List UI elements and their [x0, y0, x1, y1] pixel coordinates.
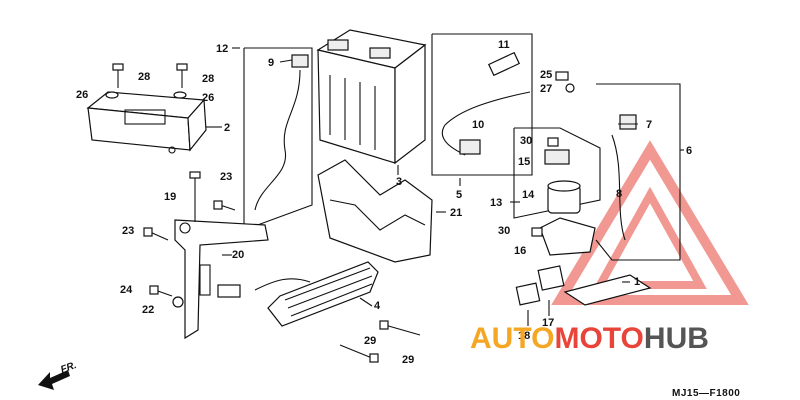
- callout-2: 2: [224, 122, 230, 134]
- callout-14: 14: [522, 189, 535, 201]
- front-arrow: FR.: [38, 360, 78, 390]
- watermark-auto: AUTO: [470, 322, 554, 355]
- ecu-unit: [86, 91, 207, 154]
- terminal-cap-7: [619, 114, 637, 130]
- callout-4: 4: [374, 300, 381, 312]
- cable-11: [441, 91, 531, 156]
- bolts: [105, 63, 575, 363]
- svg-text:AUTOMOTOHUB: AUTOMOTOHUB: [470, 322, 709, 355]
- callout-29-a: 29: [364, 335, 376, 347]
- group-box-13: [513, 127, 601, 219]
- callout-26-a: 26: [76, 89, 88, 101]
- bracket: [174, 219, 269, 340]
- callout-23-a: 23: [220, 171, 232, 183]
- group-box-5: [431, 33, 533, 176]
- cable-8: [611, 134, 626, 241]
- terminal-cap-9: [291, 54, 309, 68]
- group-box-6: [595, 83, 681, 261]
- relay-16: [539, 217, 596, 256]
- callout-28-a: 28: [138, 71, 150, 83]
- callout-9: 9: [268, 57, 274, 69]
- callout-23-b: 23: [122, 225, 134, 237]
- connector-18: [515, 282, 541, 306]
- callout-10: 10: [472, 119, 484, 131]
- watermark-text: AUTOMOTOHUB: [470, 322, 709, 355]
- leader-lines: [206, 47, 684, 326]
- starter-relay: [547, 180, 581, 214]
- callout-30-a: 30: [520, 135, 532, 147]
- connector-17: [537, 265, 565, 291]
- callout-1: 1: [634, 276, 640, 288]
- callout-8: 8: [616, 188, 622, 200]
- callout-29-b: 29: [402, 354, 414, 366]
- terminal-cap-10: [459, 139, 481, 155]
- callout-7: 7: [646, 119, 652, 131]
- group-box-12: [243, 47, 313, 231]
- callout-24: 24: [120, 284, 133, 296]
- callout-25: 25: [540, 69, 552, 81]
- callout-18: 18: [518, 330, 530, 342]
- callout-22: 22: [142, 304, 154, 316]
- callout-26-b: 26: [202, 92, 214, 104]
- front-label: FR.: [59, 360, 78, 376]
- callout-5: 5: [456, 189, 462, 201]
- callout-12: 12: [216, 43, 228, 55]
- callout-16: 16: [514, 245, 526, 257]
- callout-27: 27: [540, 83, 552, 95]
- callout-3: 3: [396, 176, 402, 188]
- callout-13: 13: [490, 197, 502, 209]
- callout-labels: 1 2 3 4 5 6 7 8 9 10 11 12 13 14 15 16 1…: [76, 39, 692, 366]
- callout-28-b: 28: [202, 73, 214, 85]
- callout-11: 11: [498, 39, 510, 51]
- callout-21: 21: [450, 207, 462, 219]
- callout-6: 6: [686, 145, 692, 157]
- watermark-moto: MOTO: [554, 322, 643, 355]
- callout-30-b: 30: [498, 225, 510, 237]
- diagram-code: MJ15—F1800: [672, 388, 740, 399]
- terminal-11: [487, 51, 521, 77]
- battery-tray: [317, 159, 433, 263]
- battery: [316, 29, 427, 165]
- callout-20: 20: [232, 249, 244, 261]
- fuse-holder-15: [544, 149, 570, 165]
- callout-15: 15: [518, 156, 530, 168]
- watermark-logo: [551, 140, 749, 305]
- callout-19: 19: [164, 191, 176, 203]
- cable-12: [254, 69, 301, 211]
- regulator-rectifier: [217, 261, 379, 327]
- watermark-hub: HUB: [644, 322, 709, 355]
- callout-17: 17: [542, 317, 554, 329]
